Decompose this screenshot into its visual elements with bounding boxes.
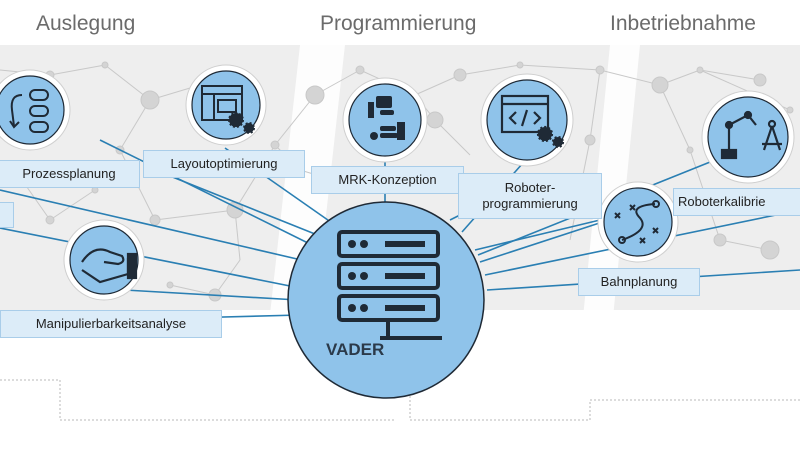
phase-heading-commissioning: Inbetriebnahme [610, 12, 756, 35]
label-robot-programming-line1: Roboter- [504, 180, 556, 195]
path-planning-node [597, 181, 679, 263]
label-process-planning: Prozessplanung [0, 160, 140, 188]
label-offscreen-left [0, 202, 14, 228]
phase-heading-design: Auslegung [36, 12, 136, 35]
robot-programming-node [480, 73, 574, 167]
label-robot-programming: Roboter- programmierung [458, 173, 602, 219]
hand-holding-icon [81, 248, 138, 284]
flowchart-icon [9, 89, 49, 133]
robot-hand-handshake-icon [368, 96, 405, 140]
label-path-planning: Bahnplanung [578, 268, 700, 296]
path-points-icon [614, 200, 660, 244]
process-planning-node [0, 69, 71, 151]
hrc-concept-node [342, 77, 428, 163]
hub-label: VADER [326, 340, 385, 359]
code-window-gears-icon [500, 94, 565, 149]
label-robot-programming-line2: programmierung [482, 196, 578, 211]
label-hrc-concept: MRK-Konzeption [311, 166, 464, 194]
phase-brackets [0, 379, 800, 421]
robot-calibration-node [701, 90, 795, 184]
label-robot-calibration: Roboterkalibrie [673, 188, 800, 216]
robot-arm-compass-icon [720, 110, 782, 160]
label-manipulability-analysis: Manipulierbarkeitsanalyse [0, 310, 222, 338]
server-stack-icon [337, 230, 442, 340]
background-network [0, 61, 794, 302]
vader-hub [287, 201, 485, 399]
layout-optimization-node [185, 64, 267, 146]
layout-gears-icon [201, 85, 255, 134]
phase-heading-programming: Programmierung [320, 12, 477, 35]
manipulability-analysis-node [63, 219, 145, 301]
label-layout-optimization: Layoutoptimierung [143, 150, 305, 178]
